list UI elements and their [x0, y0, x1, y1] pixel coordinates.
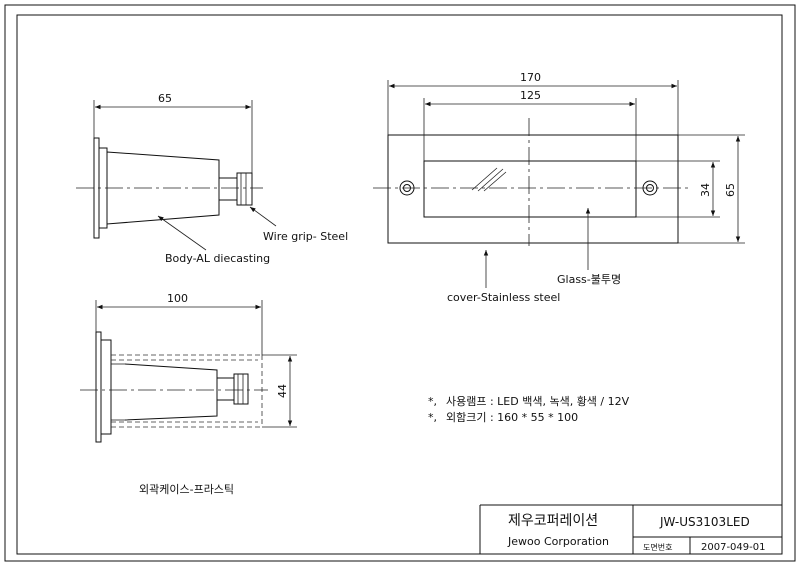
note-1-text: 사용램프 : LED 백색, 녹색, 황색 / 12V — [446, 395, 630, 408]
front-view: 170 125 34 65 Glass-불투명 cover-Stainless … — [373, 71, 745, 304]
section-body — [124, 363, 218, 421]
outer-frame — [4, 4, 796, 562]
company-name-kr: 제우코퍼레이션 — [508, 513, 598, 529]
title-block: 제우코퍼레이션 Jewoo Corporation JW-US3103LED 도… — [479, 504, 782, 554]
label-case: 외곽케이스-프라스틱 — [139, 483, 234, 496]
label-body: Body-AL diecasting — [165, 252, 270, 265]
side-wire-grip — [218, 177, 238, 201]
section-dim-length: 100 — [167, 292, 188, 305]
note-2-mark: *, — [428, 411, 437, 424]
note-1-mark: *, — [428, 395, 437, 408]
section-flange — [95, 331, 102, 443]
label-wire-grip: Wire grip- Steel — [263, 230, 348, 243]
section-view: 100 44 외곽케이스-프라스틱 — [80, 292, 297, 496]
drawing-no-label: 도면번호 — [643, 542, 672, 552]
drawing-no: 2007-049-01 — [701, 542, 765, 553]
side-dim-length: 65 — [158, 92, 172, 105]
label-cover: cover-Stainless steel — [447, 291, 560, 304]
front-cover-plate — [387, 134, 679, 244]
note-2-text: 외함크기 : 160 * 55 * 100 — [446, 411, 578, 424]
side-body — [106, 151, 220, 225]
company-name-en: Jewoo Corporation — [507, 535, 609, 548]
model-number: JW-US3103LED — [659, 515, 750, 529]
inner-frame — [16, 14, 783, 555]
front-dim-width-outer: 170 — [520, 71, 541, 84]
notes: *, 사용램프 : LED 백색, 녹색, 황색 / 12V *, 외함크기 :… — [428, 395, 630, 424]
front-dim-width-inner: 125 — [520, 89, 541, 102]
front-dim-height-outer: 65 — [724, 183, 737, 197]
side-view: 65 Wire grip- Steel Body-AL diecasting — [76, 92, 348, 265]
label-glass: Glass-불투명 — [557, 273, 621, 286]
front-glass-window — [423, 160, 637, 218]
section-wire-grip — [216, 377, 235, 401]
front-dim-height-inner: 34 — [699, 183, 712, 197]
section-dim-height: 44 — [276, 384, 289, 398]
